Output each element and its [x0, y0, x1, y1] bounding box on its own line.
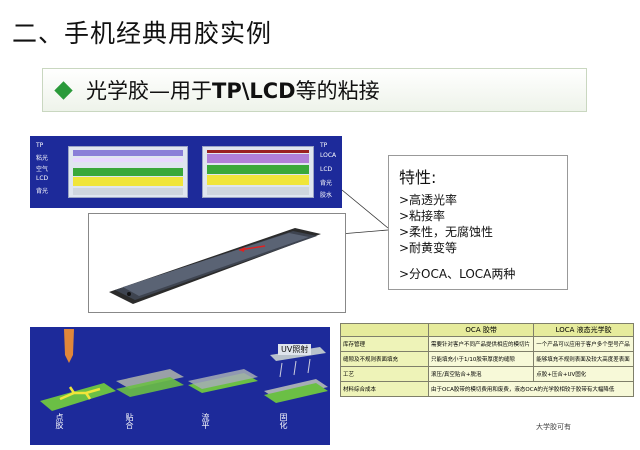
table-row: 缝隙及不规则表面填充 只能填充小于1/10胶带厚度的缝隙 能够填充不规则表面及较… [340, 351, 634, 367]
table-cell: 工艺 [340, 366, 429, 382]
table-cell: 材料综合成本 [340, 381, 429, 397]
process-diagram: UV照射 点胶 贴合 流平 固化 [30, 327, 330, 445]
step-label-laminate: 贴合 [125, 413, 134, 429]
uv-label: UV照射 [278, 344, 312, 355]
left-layer-3 [73, 168, 183, 176]
left-layer-2 [73, 158, 183, 162]
step-label-level: 流平 [201, 413, 210, 429]
features-title: 特性: [399, 168, 437, 187]
layer-stack-diagram: TP 粘光 空气 LCD 背光 TP LOCA LCD 背光 胶水 [30, 136, 342, 208]
table-header: OCA 胶带 [427, 323, 535, 337]
right-label-tp: TP [320, 142, 328, 149]
diamond-bullet-icon [54, 80, 73, 100]
left-stack [68, 146, 188, 198]
right-layer-1 [207, 150, 309, 153]
right-label-lcd: LCD [320, 166, 333, 173]
table-cell: 一个产品可以应用于客户多个型号产品 [533, 336, 634, 352]
table-cell: 点胶+压合+UV固化 [533, 366, 634, 382]
step-label-dispense: 点胶 [55, 413, 64, 429]
banner: 光学胶—用于TP\LCD等的粘接 [42, 68, 587, 112]
watermark: 大学胶可有 [536, 423, 571, 431]
process-illustration [40, 329, 328, 411]
table-cell: 只能填充小于1/10胶带厚度的缝隙 [427, 351, 535, 367]
table-cell: 库存管理 [340, 336, 429, 352]
table-header-row: OCA 胶带 LOCA 液态光学胶 [340, 323, 634, 337]
feature-item: >柔性，无腐蚀性 [399, 225, 494, 239]
left-layer-4 [73, 177, 183, 186]
table-cell: 能够填充不规则表面及较大高度差表面 [533, 351, 634, 367]
table-header: LOCA 液态光学胶 [533, 323, 634, 337]
right-layer-4 [207, 175, 309, 185]
phone-picture [88, 213, 346, 313]
left-label-tp: TP [36, 142, 44, 149]
right-label-loca: LOCA [320, 152, 337, 159]
feature-item: >高透光率 [399, 193, 458, 207]
table-cell: 由于OCA胶带的模切费用和废费，液态OCA的光学胶相较于胶带有大幅降低 [428, 381, 634, 397]
table-header [340, 323, 429, 337]
right-layer-2 [207, 154, 309, 163]
left-layer-1 [73, 150, 183, 156]
feature-footer: >分OCA、LOCA两种 [399, 267, 516, 281]
left-label-backlight: 背光 [36, 188, 49, 195]
right-layer-3 [207, 165, 309, 174]
table-cell: 需要针对客户不同产品提供相应的模切片 [427, 336, 535, 352]
table-cell: 滚压/真空贴合+脱泡 [427, 366, 535, 382]
right-stack [202, 146, 314, 198]
right-layer-5 [207, 187, 309, 195]
left-label-oca: 粘光 [36, 155, 49, 162]
phone-icon [109, 228, 321, 304]
comparison-table: OCA 胶带 LOCA 液态光学胶 库存管理 需要针对客户不同产品提供相应的模切… [340, 323, 634, 397]
left-layer-5 [73, 188, 183, 195]
feature-item: >耐黄变等 [399, 241, 458, 255]
features-box: 特性: >高透光率 >粘接率 >柔性，无腐蚀性 >耐黄变等 >分OCA、LOCA… [388, 155, 568, 290]
table-row: 库存管理 需要针对客户不同产品提供相应的模切片 一个产品可以应用于客户多个型号产… [340, 336, 634, 352]
slide-title: 二、手机经典用胶实例 [12, 19, 273, 48]
table-row: 工艺 滚压/真空贴合+脱泡 点胶+压合+UV固化 [340, 366, 634, 382]
feature-item: >粘接率 [399, 209, 446, 223]
right-label-glue: 胶水 [320, 192, 333, 199]
left-label-air: 空气 [36, 166, 49, 173]
banner-text: 光学胶—用于TP\LCD等的粘接 [86, 79, 380, 103]
right-label-backlight: 背光 [320, 180, 333, 187]
left-label-lcd: LCD [36, 175, 49, 182]
table-row: 材料综合成本 由于OCA胶带的模切费用和废费，液态OCA的光学胶相较于胶带有大幅… [340, 381, 634, 397]
table-cell: 缝隙及不规则表面填充 [340, 351, 429, 367]
step-label-cure: 固化 [279, 413, 288, 429]
